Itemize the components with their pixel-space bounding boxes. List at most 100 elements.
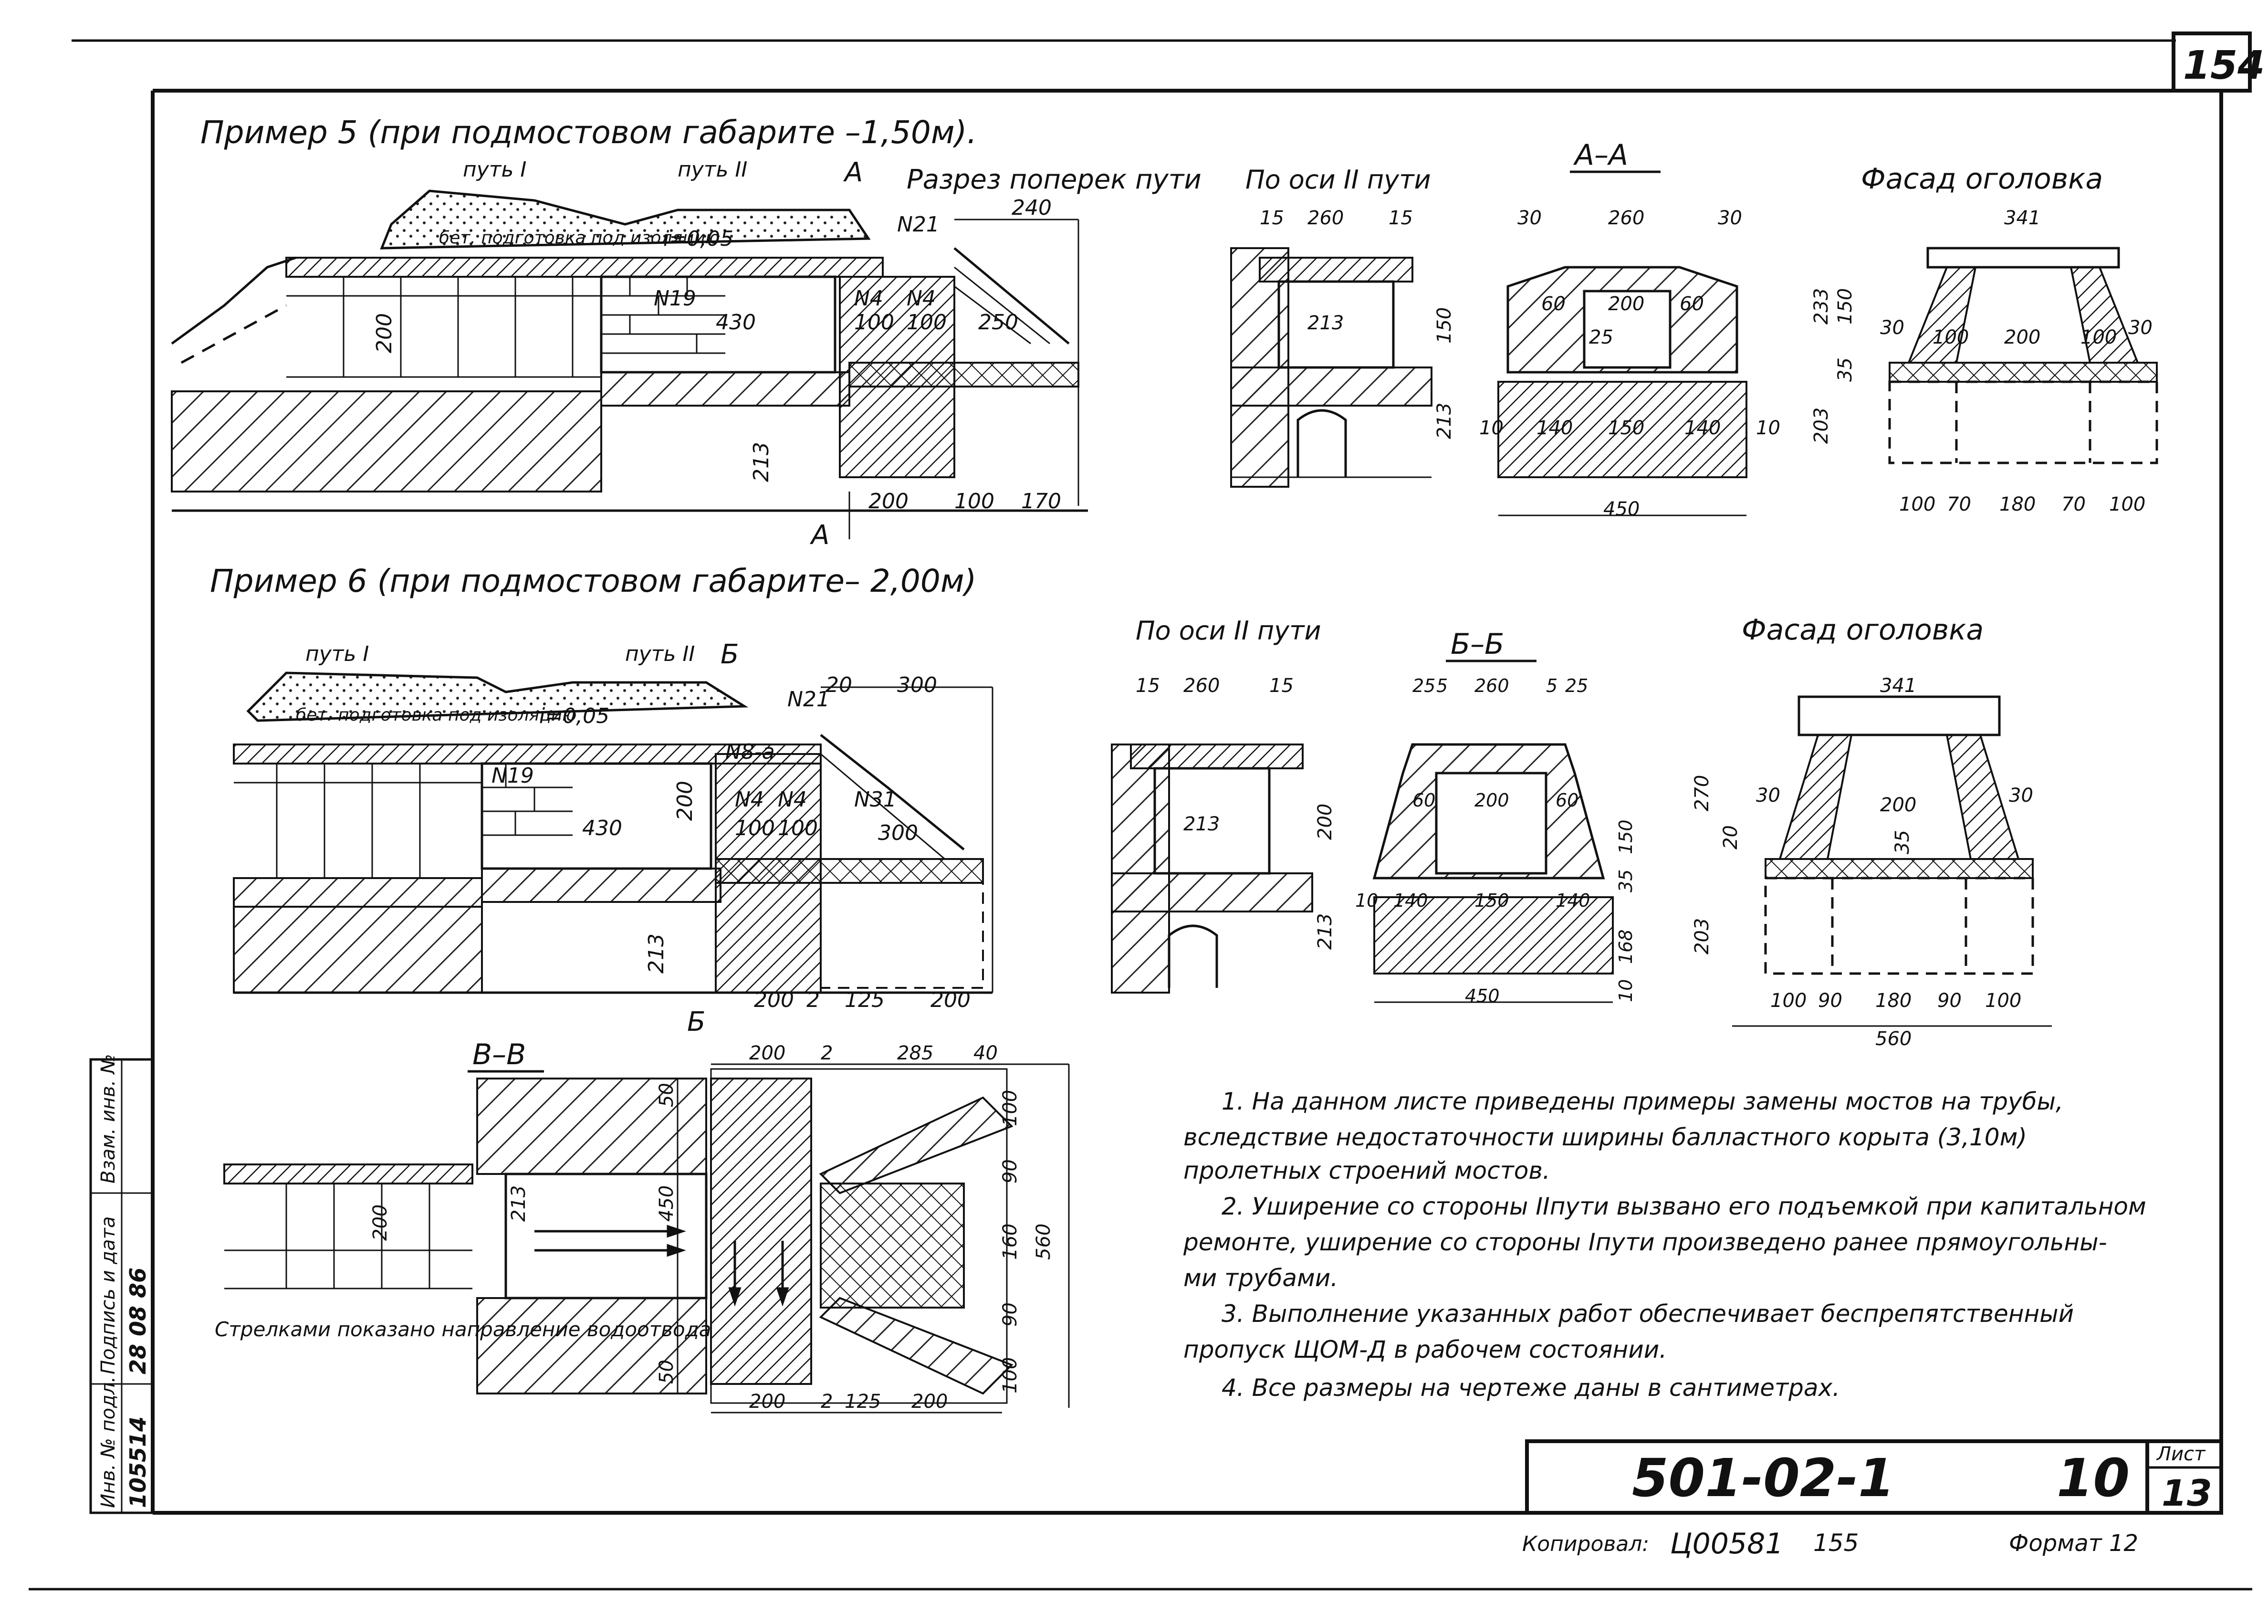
ex5-slope: i=0,05 xyxy=(663,227,733,251)
ex5-label-n19: N19 xyxy=(654,286,696,311)
ex6-label-300a: 300 xyxy=(897,673,937,697)
aa-dim-25: 25 xyxy=(1589,326,1613,348)
ex5-label-240: 240 xyxy=(1012,196,1052,220)
note-line-4: 2. Уширение со стороны IIпути вызвано ег… xyxy=(1222,1193,2146,1220)
section-vv-dims: 200 2 285 40 200 213 450 560 100 90 160 … xyxy=(369,1042,1055,1413)
section-vv-arrows-note: Стрелками показано направление водоотвод… xyxy=(215,1318,711,1341)
aa-dim-30b: 30 xyxy=(1718,207,1742,229)
title-sheet-label: Лист xyxy=(2156,1443,2206,1465)
f5-dim-341: 341 xyxy=(2004,207,2040,229)
ex6-label-300b: 300 xyxy=(878,821,918,845)
vv-dim-200c: 200 xyxy=(749,1391,785,1413)
bb-dim-60a: 60 xyxy=(1412,790,1435,811)
bb-dim-200: 200 xyxy=(1474,790,1509,811)
ex6-axis-dim-15a: 15 xyxy=(1136,675,1160,697)
bb-dim-25a: 25 xyxy=(1412,675,1435,696)
bb-dim-25b: 25 xyxy=(1565,675,1588,696)
ex6-axis-dim-260: 260 xyxy=(1183,675,1220,697)
title-block xyxy=(1525,1439,2223,1515)
page-number: 154 xyxy=(2183,43,2265,88)
ex6-facade-dims: 341 270 30 200 30 20 35 203 100 90 180 9… xyxy=(1691,675,2033,1050)
vv-dim-160: 160 xyxy=(999,1224,1021,1260)
vv-dim-200d: 200 xyxy=(911,1391,948,1413)
title-album-number: 10 xyxy=(2057,1447,2130,1509)
f5-dim-233: 233 xyxy=(1810,288,1832,325)
ex6-label-200c: 200 xyxy=(930,988,971,1012)
bb-dim-140b: 140 xyxy=(1556,890,1590,911)
ex5-axis-dim-260: 260 xyxy=(1307,207,1344,229)
note-line-9: 4. Все размеры на чертеже даны в сантиме… xyxy=(1222,1374,1840,1402)
vv-dim-2b: 2 xyxy=(821,1391,833,1413)
ex6-track2: путь II xyxy=(625,642,695,666)
ex6-slope: i=0,05 xyxy=(539,704,609,728)
ex6-bb-dims: 25 5 260 5 25 60 200 60 150 35 140 150 1… xyxy=(1355,675,1636,1006)
ex5-label-100c: 100 xyxy=(954,489,994,513)
aa-dim-150: 150 xyxy=(1608,417,1644,439)
f6-dim-270: 270 xyxy=(1691,775,1713,811)
ex6-track1: путь I xyxy=(305,642,369,666)
vv-dim-100a: 100 xyxy=(999,1090,1021,1126)
bb-dim-140a: 140 xyxy=(1393,890,1428,911)
f5-dim-100b: 100 xyxy=(2080,326,2117,348)
f5-dim-70b: 70 xyxy=(2061,493,2086,515)
ex6-cut-b-bottom: Б xyxy=(687,1006,705,1037)
ex5-cut-a-top: A xyxy=(843,157,863,188)
aa-dim-260: 260 xyxy=(1608,207,1644,229)
ex6-section-bb xyxy=(1372,743,1614,1003)
bb-dim-168: 168 xyxy=(1615,929,1636,964)
title-designation: 501-02-1 xyxy=(1632,1447,1895,1509)
ex5-cross-section-title: Разрез поперек пути xyxy=(907,164,1202,195)
format-label: Формат 12 xyxy=(2009,1530,2138,1557)
ex6-label-n8a: N8-a xyxy=(725,740,775,764)
f5-dim-35: 35 xyxy=(1834,357,1856,382)
copy-number: 155 xyxy=(1813,1529,1859,1557)
aa-dim-60a: 60 xyxy=(1541,293,1566,315)
ex6-axis-title: По оси II пути xyxy=(1136,616,1321,646)
f6-dim-100b: 100 xyxy=(1985,990,2021,1012)
ex5-concrete-note: бет. подготовка под изоляцию xyxy=(439,228,720,248)
vv-dim-560: 560 xyxy=(1033,1224,1055,1260)
f5-dim-150: 150 xyxy=(1834,288,1856,325)
vv-dim-100b: 100 xyxy=(999,1357,1021,1393)
copied-by-label: Копировал: xyxy=(1522,1532,1649,1556)
ex6-label-430: 430 xyxy=(582,816,622,840)
ex6-concrete-note: бет. подготовка под изоляцию xyxy=(296,705,576,725)
ex6-head-facade xyxy=(1732,695,2052,1027)
title-sheet-number: 13 xyxy=(2162,1472,2212,1514)
bb-dim-150b: 150 xyxy=(1474,890,1509,911)
vv-dim-125: 125 xyxy=(845,1391,881,1413)
aa-dim-450: 450 xyxy=(1603,498,1640,520)
ex5-label-430: 430 xyxy=(716,310,756,335)
ex5-aa-dims: 30 260 30 60 200 60 25 140 150 140 450 1… xyxy=(1479,207,1780,520)
bb-dim-60b: 60 xyxy=(1556,790,1578,811)
ex5-label-200b: 200 xyxy=(868,489,909,513)
f6-dim-560: 560 xyxy=(1875,1028,1912,1050)
arrows-note-text: Стрелками показано направление водоотвод… xyxy=(215,1318,711,1341)
f5-dim-100a: 100 xyxy=(1933,326,1969,348)
f5-dim-203: 203 xyxy=(1810,408,1832,444)
ex6-label-200: 200 xyxy=(673,781,697,821)
example5-longitudinal-section xyxy=(171,189,1088,539)
ex5-cut-a-bottom: A xyxy=(810,520,829,551)
ex6-label-n4a: N4 xyxy=(735,787,764,812)
ex5-axis-dims: 15 260 15 213 150 213 xyxy=(1260,207,1455,439)
f6-dim-203: 203 xyxy=(1691,918,1713,954)
note-line-5: ремонте, уширение со стороны Iпути произ… xyxy=(1183,1228,2107,1256)
vv-dim-50b: 50 xyxy=(656,1360,678,1384)
ex5-label-170: 170 xyxy=(1021,489,1061,513)
note-line-7: 3. Выполнение указанных работ обеспечива… xyxy=(1222,1300,2074,1328)
ex5-track2: путь II xyxy=(678,157,747,182)
stamp-replace-label: Взам. инв. № xyxy=(97,1054,119,1184)
bb-dim-10b: 10 xyxy=(1615,979,1636,1002)
stamp-inv-value: 105514 xyxy=(125,1416,151,1508)
ex5-section-aa-title: А–А xyxy=(1573,138,1628,172)
ex6-cut-b-top: Б xyxy=(721,639,739,670)
ex5-facade-dims: 341 233 150 30 100 200 100 30 35 203 100… xyxy=(1810,207,2153,515)
ex6-axis-dim-15b: 15 xyxy=(1269,675,1294,697)
side-stamp xyxy=(89,1058,154,1514)
f5-dim-70a: 70 xyxy=(1947,493,1971,515)
vv-dim-40: 40 xyxy=(973,1042,998,1064)
example5-title: Пример 5 (при подмостовом габарите –1,50… xyxy=(200,114,977,151)
aa-dim-10a: 10 xyxy=(1479,417,1504,439)
